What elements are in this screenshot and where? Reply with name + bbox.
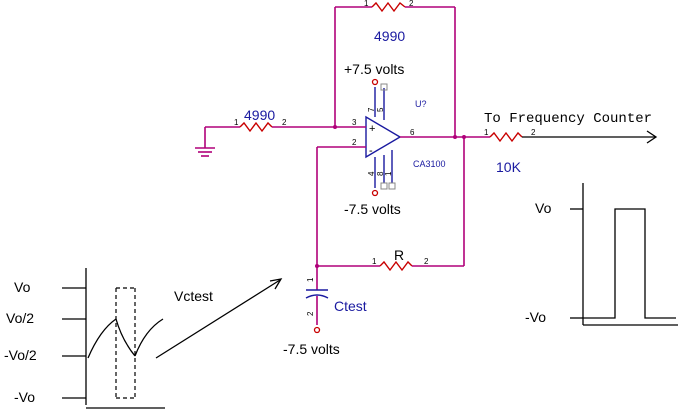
output-waveform: Vo -Vo — [525, 183, 678, 326]
svg-text:7: 7 — [367, 107, 376, 112]
vctest-label: Vctest — [174, 288, 213, 304]
cap-axis-tick-vo-half: Vo/2 — [6, 310, 34, 326]
svg-text:5: 5 — [376, 107, 385, 112]
vctest-arrow — [155, 278, 283, 359]
svg-text:6: 6 — [410, 128, 415, 137]
out-axis-tick-vo: Vo — [535, 200, 552, 216]
svg-text:2: 2 — [424, 257, 429, 266]
cap-axis-tick-neg-vo: -Vo — [14, 389, 35, 405]
test-capacitor: 1 2 Ctest -7.5 volts — [283, 266, 367, 357]
capacitor-label: Ctest — [334, 298, 367, 314]
feedback-resistor-value: 4990 — [374, 28, 405, 44]
svg-text:-: - — [369, 145, 373, 157]
svg-text:1: 1 — [484, 128, 489, 137]
feedback-resistor: 1 2 4990 — [334, 0, 456, 137]
input-resistor: 1 2 4990 — [204, 107, 335, 148]
svg-text:2: 2 — [409, 0, 414, 8]
svg-text:2: 2 — [306, 311, 315, 316]
opamp-part: CA3100 — [413, 159, 446, 169]
svg-text:1: 1 — [384, 171, 393, 176]
junction-dot — [453, 135, 457, 139]
svg-text:2: 2 — [352, 138, 357, 147]
output-resistor-value: 10K — [496, 159, 522, 175]
cap-axis-tick-vo: Vo — [14, 279, 31, 295]
out-axis-tick-neg-vo: -Vo — [525, 309, 546, 325]
svg-text:3: 3 — [352, 118, 357, 127]
svg-text:8: 8 — [376, 171, 385, 176]
svg-text:1: 1 — [364, 0, 369, 8]
svg-text:2: 2 — [531, 128, 536, 137]
svg-text:+: + — [369, 123, 375, 135]
positive-supply-label: +7.5 volts — [344, 61, 404, 77]
svg-text:1: 1 — [372, 257, 377, 266]
ground-symbol — [195, 147, 215, 157]
input-resistor-value: 4990 — [244, 107, 275, 123]
svg-text:1: 1 — [234, 118, 239, 127]
negative-supply-label: -7.5 volts — [344, 201, 401, 217]
svg-text:4: 4 — [367, 171, 376, 176]
capacitor-waveform: Vo Vo/2 -Vo/2 -Vo — [4, 268, 165, 409]
opamp-ref: U? — [415, 99, 427, 109]
junction-dot — [333, 125, 337, 129]
capacitor-supply-label: -7.5 volts — [283, 341, 340, 357]
timing-resistor-label: R — [394, 247, 404, 263]
opamp: + - 3 2 6 U? CA3100 7 5 4 8 1 — [317, 78, 470, 197]
output-label: To Frequency Counter — [484, 111, 652, 127]
svg-text:2: 2 — [282, 118, 287, 127]
timing-resistor: 1 2 R — [316, 137, 465, 272]
output-resistor: 1 2 10K — [470, 128, 658, 175]
svg-text:1: 1 — [306, 277, 315, 282]
cap-axis-tick-neg-vo-half: -Vo/2 — [4, 347, 37, 363]
